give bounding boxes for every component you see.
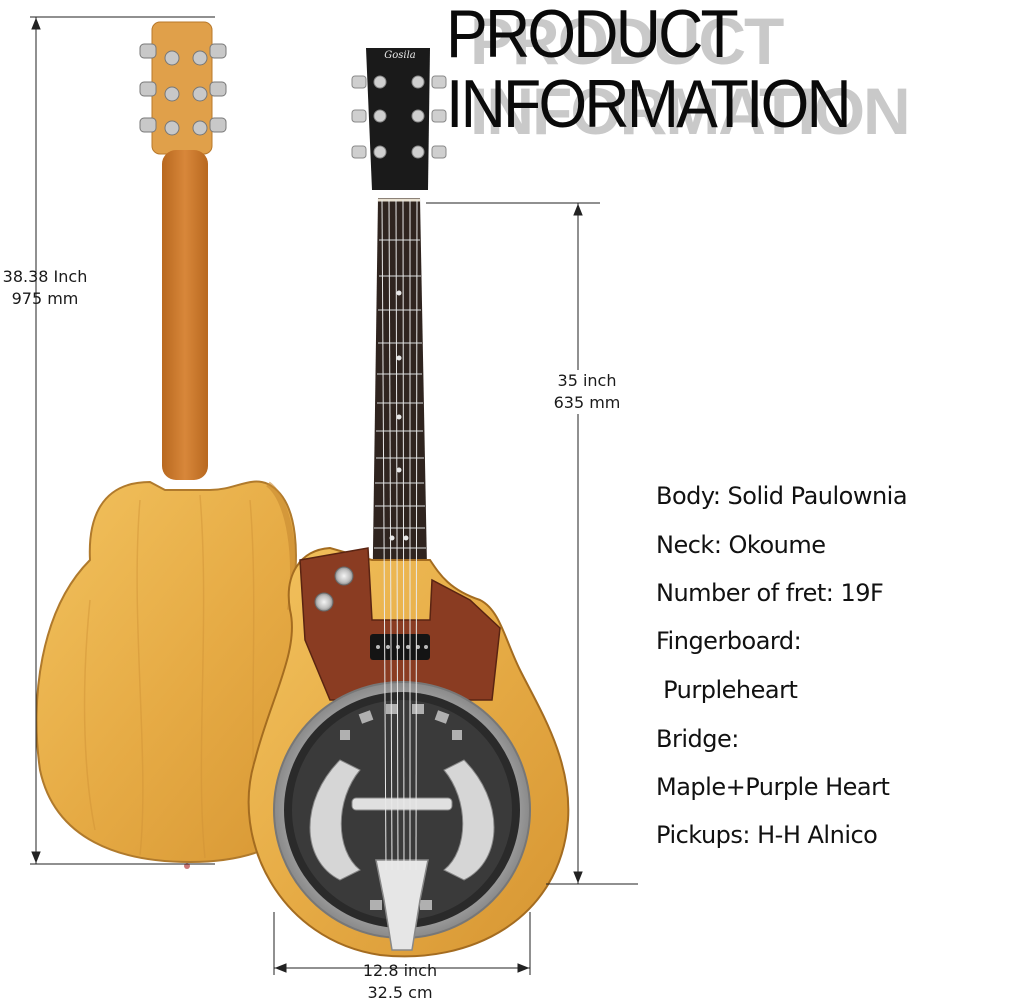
spec-neck: Neck: Okoume [656,531,826,559]
spec-bridge-value: Maple+Purple Heart [656,773,890,801]
scale-length-mm: 635 mm [553,393,621,412]
total-length-inch: 38.38 Inch [2,267,88,286]
dimension-scale-length [426,202,638,885]
dimension-total-length [30,16,215,865]
total-length-mm: 975 mm [11,289,79,308]
spec-body: Body: Solid Paulownia [656,482,908,510]
spec-bridge-label: Bridge: [656,725,739,753]
title-line1: PRODUCT [446,0,739,72]
scale-length-inch: 35 inch [557,371,617,390]
spec-fingerboard-label: Fingerboard: [656,627,802,655]
body-width-inch: 12.8 inch [362,961,438,980]
dimension-body-width [273,912,531,975]
title-shadow-line1: PRODUCT [470,4,784,78]
headstock-logo: Gosila [384,50,416,61]
spec-frets: Number of fret: 19F [656,579,884,607]
guitar-front-view [247,48,570,958]
spec-pickups: Pickups: H-H Alnico [656,821,878,849]
spec-fingerboard-value: Purpleheart [656,676,798,704]
body-width-cm: 32.5 cm [367,983,433,1002]
body-width-label: 12.8 inch 32.5 cm [352,960,448,1004]
title-shadow-line2: INFORMATION [470,74,911,148]
scale-length-label: 35 inch 635 mm [545,370,629,414]
title-line2: INFORMATION [446,66,852,142]
total-length-label: 38.38 Inch 975 mm [0,266,90,310]
